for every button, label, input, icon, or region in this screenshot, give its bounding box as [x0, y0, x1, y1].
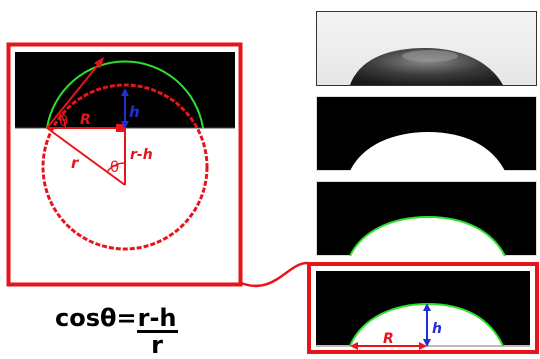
label-r: r: [71, 154, 80, 172]
fitted-circle: [41, 83, 209, 251]
label-h: h: [129, 103, 140, 121]
label-r-minus-h: r-h: [130, 147, 153, 163]
measured-label-R: R: [383, 331, 394, 347]
connector-curve: [240, 261, 309, 288]
raw-droplet-panel: [316, 11, 537, 86]
droplet-contour: [46, 60, 204, 129]
measured-label-h: h: [432, 321, 442, 337]
contact-angle-arc: [58, 112, 66, 129]
edge-detected-droplet-panel: [316, 181, 537, 257]
label-theta-center: θ: [110, 158, 119, 176]
measured-droplet-contour: [349, 302, 504, 347]
right-angle-marker: [116, 124, 124, 132]
measured-droplet-panel: h R: [307, 262, 539, 354]
edge-droplet-contour: [349, 215, 506, 257]
label-R: R: [80, 112, 91, 128]
radius-r-line: [46, 127, 126, 186]
main-frame: [6, 42, 243, 287]
formula-lhs: cosθ=: [55, 304, 137, 332]
edge-droplet-fill: [350, 217, 505, 256]
center-angle-arc: [106, 162, 126, 173]
tangent-line: [46, 59, 103, 129]
height-arrowhead-top: [121, 88, 129, 96]
binarized-droplet-panel: [316, 96, 537, 171]
formula-numerator: r-h: [136, 304, 178, 333]
formula-denominator: r: [151, 331, 163, 359]
label-theta-contact: θ: [59, 112, 68, 130]
height-arrowhead-bottom: [121, 121, 129, 129]
tangent-arrowhead: [94, 57, 104, 68]
binarized-droplet-shape: [350, 132, 505, 171]
raw-droplet-shape: [350, 48, 503, 85]
